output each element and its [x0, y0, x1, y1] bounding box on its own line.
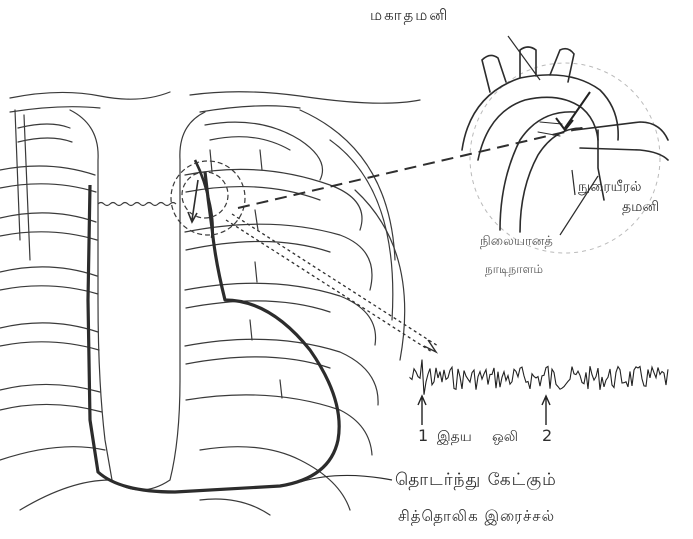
pulmonary-word: நுரையீரல்: [578, 179, 641, 195]
ductus-word-1: நிலையான: [480, 234, 544, 249]
continuous-label: தொடர்ந்து கேட்கும்: [395, 472, 557, 489]
left-rib-7: [0, 447, 105, 460]
left-clavicle-lower: [10, 107, 100, 112]
right-outer-arc-1: [300, 110, 395, 260]
left-rib-6: [0, 384, 100, 392]
inset-circle: [470, 63, 660, 253]
right-outer-arc-3: [355, 190, 405, 360]
s2-arrow: [542, 396, 550, 425]
heart-word-label: இதய: [437, 430, 472, 444]
heart-sound-1-label: 1: [418, 428, 428, 444]
ductus-label-line1: நிலையானத்: [480, 235, 553, 248]
right-rib-1b: [210, 137, 290, 150]
left-rib-5: [0, 323, 98, 332]
left-rib-5b: [0, 342, 99, 350]
sound-word-label: ஒலி: [492, 430, 518, 444]
right-clavicle: [190, 92, 420, 103]
right-rib-3b: [186, 241, 330, 252]
artery-word: தமனி: [622, 200, 659, 214]
left-rib-4: [0, 267, 97, 276]
s1-arrow: [418, 396, 426, 425]
right-rib-8: [200, 499, 270, 515]
left-rib-2: [0, 166, 95, 175]
heart-outline: [88, 172, 339, 492]
vessel-arrow: [188, 180, 198, 222]
right-rib-6: [186, 395, 372, 455]
leader-to-trace-a: [226, 220, 432, 352]
ductus-label-line2: நாடிநாளம்: [485, 263, 543, 275]
left-rib-1b: [18, 138, 72, 142]
heart-sound-2-label: 2: [542, 428, 552, 444]
wavy-link: [98, 203, 176, 206]
left-clavicle: [10, 92, 170, 99]
murmur-trace: [410, 360, 668, 395]
right-clavicle-lower: [200, 106, 300, 112]
aorta-label: மகாதமனி: [370, 8, 449, 23]
sternum: [70, 110, 205, 490]
pulmonary-artery-label: நுரையீரல் தமனி: [578, 180, 659, 214]
left-rib-3b: [0, 232, 97, 240]
left-rib-1: [18, 124, 70, 128]
right-rib-5b: [186, 357, 330, 368]
machinery-murmur-label: சித்தொலிக இரைச்சல்: [398, 509, 555, 524]
murmur-leader: [300, 475, 392, 482]
right-rib-1: [205, 122, 323, 180]
ductus-word-2: த்: [544, 234, 552, 249]
right-rib-4: [185, 283, 376, 345]
right-rib-7: [200, 447, 350, 510]
leader-to-inset: [238, 128, 582, 208]
left-rib-8: [20, 480, 110, 510]
left-rib-4b: [0, 286, 98, 294]
left-rib-2b: [0, 184, 96, 192]
left-rib-3: [0, 213, 96, 222]
pulm-leader: [572, 170, 575, 195]
left-rib-6b: [0, 404, 102, 412]
